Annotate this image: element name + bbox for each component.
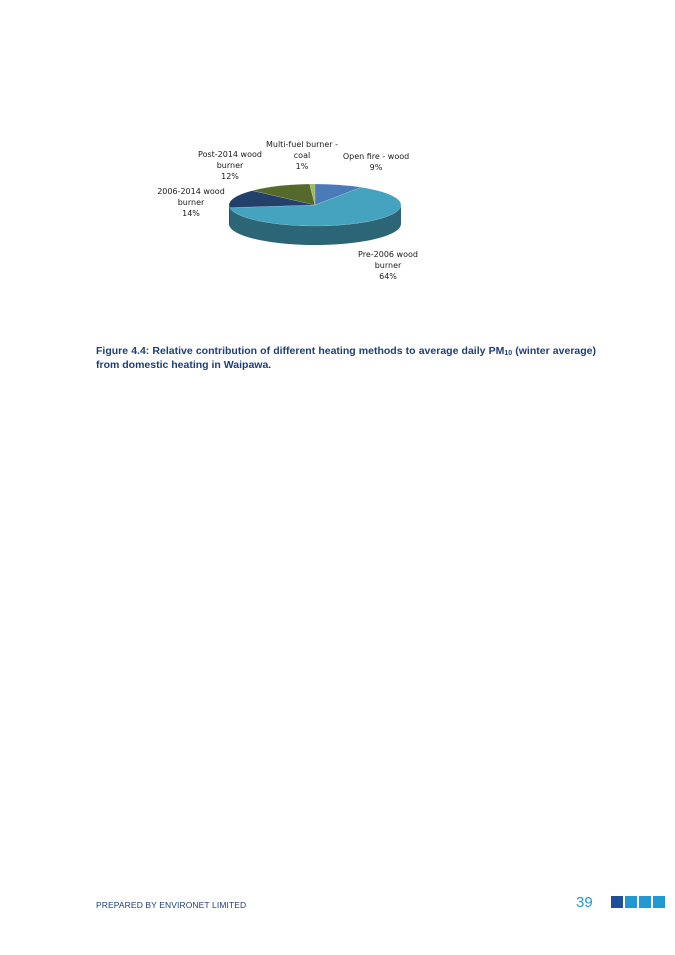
- pie-slice: [314, 183, 362, 206]
- figure-caption: Figure 4.4: Relative contribution of dif…: [96, 345, 596, 371]
- pie-slice: [309, 183, 316, 206]
- caption-text: Figure 4.4: Relative contribution of dif…: [96, 345, 505, 357]
- caption-text-end: (winter average) from domestic heating i…: [96, 345, 597, 371]
- footer-square: [611, 896, 623, 908]
- pie-side-group: [229, 205, 401, 245]
- footer-square: [653, 896, 665, 908]
- caption-subscript: 10: [504, 350, 513, 357]
- page-number: 39: [576, 894, 593, 911]
- footer-prepared-by: PREPARED BY ENVIRONET LIMITED: [96, 900, 247, 910]
- pie-slice: [252, 183, 316, 206]
- footer-square: [639, 896, 651, 908]
- pie-slice: [229, 187, 402, 227]
- pie-slice-side: [229, 205, 230, 227]
- pie-slice: [228, 190, 316, 208]
- pie-slice-side: [229, 205, 401, 245]
- footer-square: [625, 896, 637, 908]
